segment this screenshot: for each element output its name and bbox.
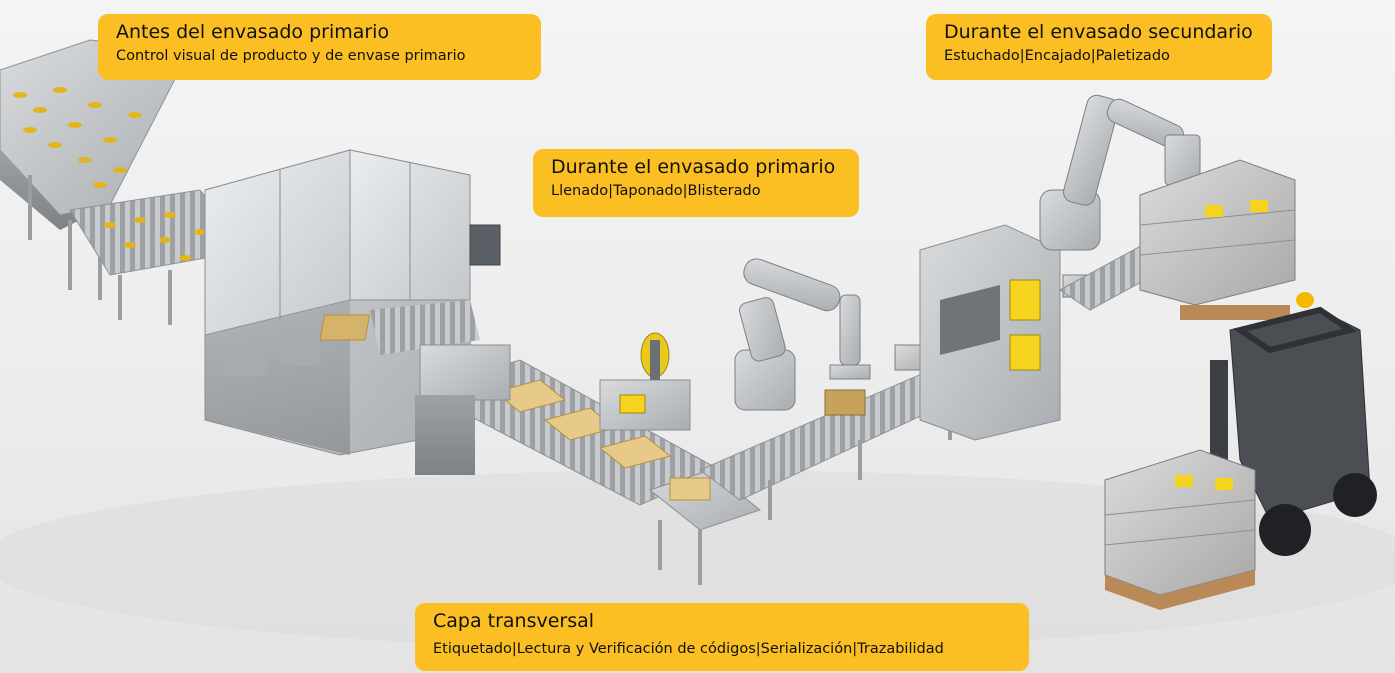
labeler-unit (599, 332, 691, 431)
callout-during-secondary-packaging: Durante el envasado secundario Estuchado… (926, 14, 1272, 80)
callout-subtitle: Control visual de producto y de envase p… (116, 48, 466, 64)
floor-shadow (0, 470, 1395, 650)
callout-before-primary-packaging: Antes del envasado primario Control visu… (98, 14, 541, 80)
pallet-on-forklift (1104, 449, 1256, 610)
callout-during-primary-packaging: Durante el envasado primario Llenado|Tap… (533, 149, 859, 217)
callout-title: Durante el envasado primario (551, 156, 836, 178)
case-packer-machine (919, 224, 1092, 441)
callout-subtitle: Estuchado|Encajado|Paletizado (944, 48, 1170, 64)
callout-subtitle: Llenado|Taponado|Blisterado (551, 183, 761, 199)
pallet-stack-finished (1139, 159, 1296, 320)
robot-arm-primary (734, 258, 871, 411)
tray-conveyor (415, 344, 722, 506)
callout-title: Capa transversal (433, 610, 595, 632)
primary-packaging-machine (204, 149, 501, 456)
callout-subtitle: Etiquetado|Lectura y Verificación de cód… (433, 641, 944, 657)
callout-transversal-layer: Capa transversal Etiquetado|Lectura y Ve… (415, 603, 1029, 671)
outfeed-table (648, 469, 762, 585)
robot-arm-palletizer (1039, 94, 1201, 251)
inclined-feeder (0, 39, 191, 300)
callout-title: Durante el envasado secundario (944, 21, 1253, 43)
callout-title: Antes del envasado primario (116, 21, 390, 43)
